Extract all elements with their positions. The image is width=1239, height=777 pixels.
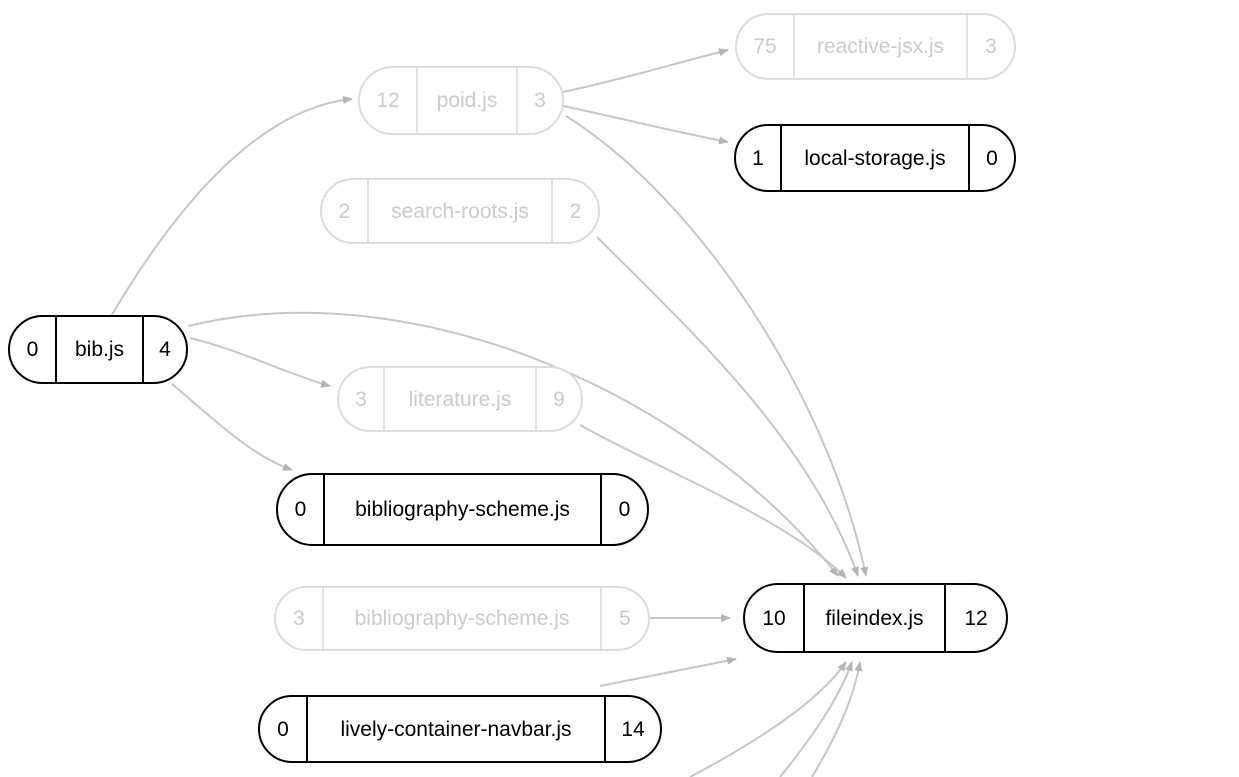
graph-edge bbox=[689, 661, 847, 777]
node-label: search-roots.js bbox=[391, 199, 529, 223]
node-label: fileindex.js bbox=[825, 606, 924, 630]
node-in-count: 12 bbox=[360, 68, 418, 133]
node-out-count: 3 bbox=[966, 15, 1014, 78]
node-out-count: 5 bbox=[600, 588, 648, 649]
node-label: bibliography-scheme.js bbox=[354, 607, 570, 630]
node-label: literature.js bbox=[408, 387, 512, 411]
node-in-count: 10 bbox=[745, 585, 805, 651]
graph-edge bbox=[562, 48, 729, 93]
node-label: bib.js bbox=[74, 338, 125, 361]
node-out-count: 2 bbox=[551, 180, 598, 242]
node-out-count: 4 bbox=[142, 317, 186, 382]
node-in-count: 3 bbox=[276, 588, 324, 649]
node-out-count: 14 bbox=[604, 697, 660, 761]
graph-edge bbox=[189, 337, 331, 388]
node-in-count: 0 bbox=[278, 475, 325, 544]
node-in-count: 2 bbox=[322, 180, 369, 242]
node-label: lively-container-navbar.js bbox=[340, 717, 572, 741]
node-label: local-storage.js bbox=[804, 146, 946, 170]
node-label: bibliography-scheme.js bbox=[355, 498, 570, 521]
graph-node-bibliography-scheme-faded[interactable]: 3 bibliography-scheme.js 5 bbox=[274, 586, 650, 651]
node-label: reactive-jsx.js bbox=[816, 35, 945, 58]
graph-edge bbox=[599, 656, 737, 687]
graph-node-poid[interactable]: 12 poid.js 3 bbox=[358, 66, 564, 135]
node-in-count: 1 bbox=[736, 126, 782, 190]
graph-node-fileindex[interactable]: 10 fileindex.js 12 bbox=[743, 583, 1008, 653]
node-out-count: 12 bbox=[944, 585, 1006, 651]
node-in-count: 0 bbox=[260, 697, 308, 761]
graph-edge bbox=[779, 661, 853, 777]
graph-node-local-storage[interactable]: 1 local-storage.js 0 bbox=[734, 124, 1016, 192]
graph-edge bbox=[109, 95, 353, 319]
node-out-count: 0 bbox=[968, 126, 1014, 190]
node-in-count: 75 bbox=[737, 15, 795, 78]
node-out-count: 0 bbox=[600, 475, 647, 544]
graph-node-bib[interactable]: 0 bib.js 4 bbox=[8, 315, 188, 384]
graph-node-bibliography-scheme-active[interactable]: 0 bibliography-scheme.js 0 bbox=[276, 473, 649, 546]
node-out-count: 9 bbox=[535, 368, 581, 430]
graph-edge bbox=[562, 105, 729, 145]
graph-edge bbox=[171, 383, 293, 471]
node-in-count: 3 bbox=[339, 368, 385, 430]
graph-node-lively-container-navbar[interactable]: 0 lively-container-navbar.js 14 bbox=[258, 695, 662, 763]
graph-edge bbox=[811, 661, 863, 777]
graph-node-literature[interactable]: 3 literature.js 9 bbox=[337, 366, 583, 432]
node-label: poid.js bbox=[436, 89, 498, 112]
graph-node-reactive-jsx[interactable]: 75 reactive-jsx.js 3 bbox=[735, 13, 1016, 80]
graph-node-search-roots[interactable]: 2 search-roots.js 2 bbox=[320, 178, 600, 244]
node-out-count: 3 bbox=[516, 68, 562, 133]
node-in-count: 0 bbox=[10, 317, 57, 382]
